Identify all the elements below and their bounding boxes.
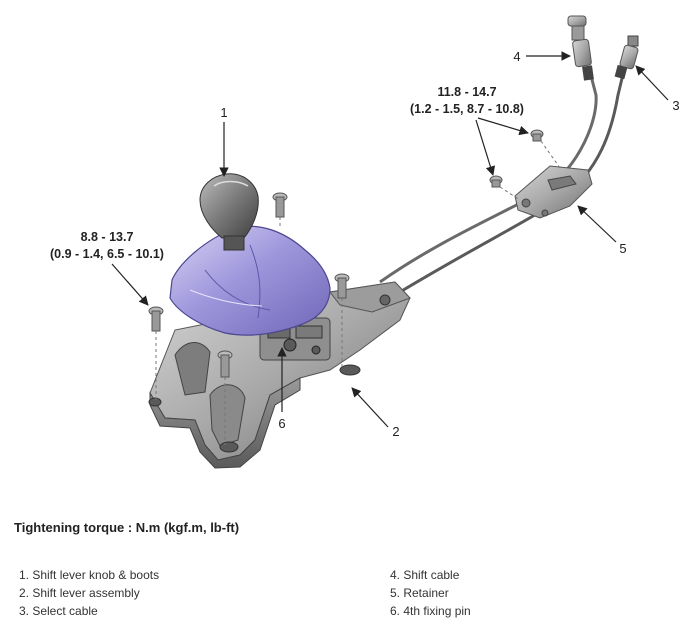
legend-item-5: 5. Retainer: [390, 586, 449, 600]
retainer-bolt-lower: [489, 175, 503, 188]
legend-item-3: 3. Select cable: [19, 604, 98, 618]
shift-lever-diagram: 11.8 - 14.7 (1.2 - 1.5, 8.7 - 10.8) 8.8 …: [50, 15, 680, 469]
shift-boot: [169, 225, 331, 336]
callout-2-arrow: [351, 387, 389, 428]
callout-5: 5: [619, 241, 626, 256]
torque-top-value: 11.8 - 14.7: [437, 85, 496, 99]
callout-2: 2: [392, 424, 399, 439]
callout-4: 4: [513, 49, 520, 64]
callout-3: 3: [672, 98, 679, 113]
legend-item-6: 6. 4th fixing pin: [390, 604, 471, 618]
callout-1: 1: [220, 105, 227, 120]
callout-6: 6: [278, 416, 285, 431]
torque-title: Tightening torque : N.m (kgf.m, lb-ft): [14, 520, 240, 535]
base-bolt-center: [217, 350, 233, 378]
legend-item-1: 1. Shift lever knob & boots: [19, 568, 160, 582]
callout-5-arrow: [577, 205, 617, 243]
bolt-guide-lines: [155, 217, 343, 445]
retainer: [514, 165, 593, 219]
select-cable-end: [614, 35, 639, 80]
torque-left-alt: (0.9 - 1.4, 6.5 - 10.1): [50, 247, 164, 261]
torque-top-arrow-upper: [477, 117, 529, 136]
retainer-bolt-guides: [499, 140, 561, 201]
torque-left-arrow: [111, 263, 149, 306]
legend-item-2: 2. Shift lever assembly: [19, 586, 140, 600]
retainer-bolt-upper: [530, 129, 544, 142]
torque-top-alt: (1.2 - 1.5, 8.7 - 10.8): [410, 102, 524, 116]
legend-item-4: 4. Shift cable: [390, 568, 460, 582]
base-bolt-top: [272, 192, 288, 218]
callout-3-arrow: [635, 65, 669, 101]
shift-cable-end: [567, 15, 594, 81]
legend-left: 1. Shift lever knob & boots 2. Shift lev…: [19, 566, 159, 620]
base-bolt-left: [148, 306, 164, 332]
torque-left-value: 8.8 - 13.7: [81, 230, 134, 244]
legend-right: 4. Shift cable 5. Retainer 6. 4th fixing…: [390, 566, 471, 620]
torque-top-arrow-lower: [475, 119, 496, 176]
